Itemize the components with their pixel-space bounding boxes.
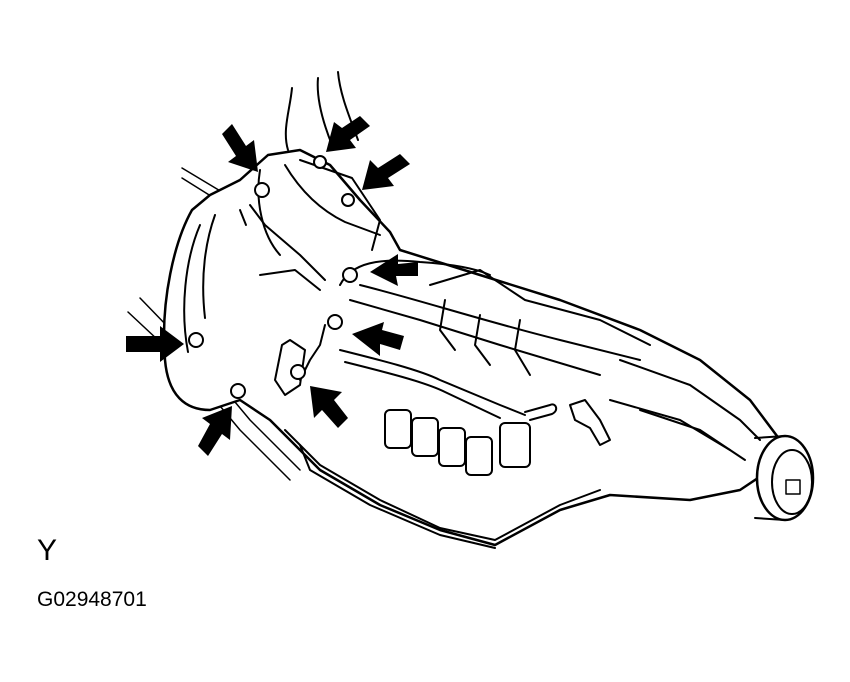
- arrow-right-upper-bolt: [370, 254, 418, 286]
- pointer-arrows: [126, 116, 418, 456]
- arrow-lower-left-bolt: [198, 406, 232, 456]
- bolt-lower-left: [230, 383, 246, 399]
- arrow-left-bolt: [126, 326, 184, 362]
- bolt-right-middle: [327, 314, 343, 330]
- view-label: Y: [37, 534, 58, 567]
- bolt-upper-left: [254, 182, 270, 198]
- arrow-upper-left-bolt: [222, 124, 258, 172]
- arrow-right-middle-bolt: [352, 322, 404, 356]
- bolts: [188, 155, 358, 399]
- arrow-top-center-bolt: [326, 116, 370, 152]
- bell-housing: [162, 148, 782, 547]
- figure-code: G02948701: [37, 588, 147, 611]
- bolt-lower-center: [290, 364, 306, 380]
- arrow-top-right-bolt: [362, 154, 410, 190]
- bolt-right-upper: [342, 267, 358, 283]
- arrow-lower-center-bolt: [310, 386, 348, 428]
- bolt-top-center: [313, 155, 327, 169]
- bolt-left: [188, 332, 204, 348]
- bolt-top-right: [341, 193, 355, 207]
- valve-body: [384, 409, 531, 476]
- transmission-body: [162, 148, 815, 549]
